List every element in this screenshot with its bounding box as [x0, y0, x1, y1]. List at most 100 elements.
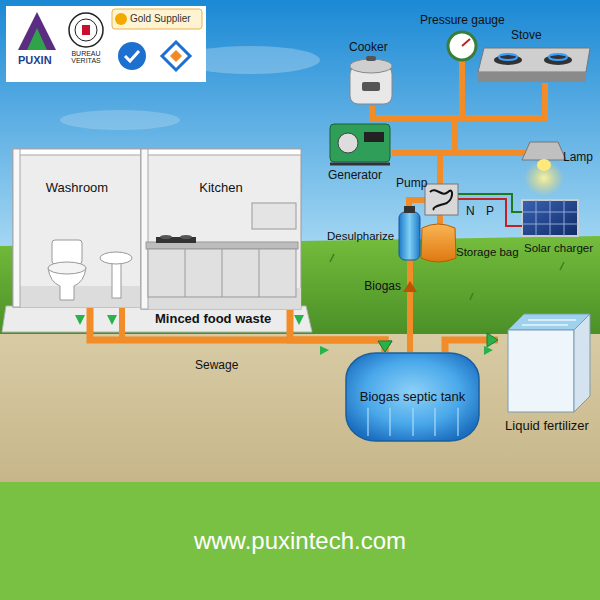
part-label: N [466, 204, 475, 218]
sewage-pipe [445, 333, 498, 352]
logo-panel-part [27, 28, 47, 50]
node-label: Kitchen [199, 180, 242, 196]
flow-arrows [75, 315, 493, 355]
part-label: Solar charger [524, 242, 593, 256]
gas-stove-part [549, 54, 567, 60]
logo-panel-part [75, 19, 97, 41]
generator-part [330, 124, 390, 162]
gas-pipes-part [372, 83, 545, 118]
logo-panel-part [118, 42, 146, 70]
washroom-shape [12, 148, 142, 308]
node-label: Washroom [46, 180, 108, 196]
gas-pipes-part [119, 308, 125, 340]
generator-part [364, 132, 384, 142]
solar-panel-part [522, 200, 578, 236]
kitchen-shape-part [141, 149, 301, 155]
arrow-head [378, 341, 392, 352]
kitchen-shape-part [185, 249, 259, 297]
rice-cooker-part [366, 56, 376, 61]
gas-pipes-part [407, 260, 413, 352]
kitchen-shape-part [148, 249, 296, 297]
storage-bag-part [421, 224, 456, 262]
solar-panel-part [522, 200, 578, 236]
sky-part [60, 110, 180, 130]
gas-pipes-part [452, 118, 458, 153]
gas-pipes-part [409, 200, 425, 206]
rice-cooker-part [362, 82, 380, 91]
gas-pipes-part [437, 153, 443, 184]
flow-arrows-part [294, 315, 304, 325]
washroom-shape-part [13, 149, 141, 307]
rice-cooker-part [350, 59, 392, 73]
part-label: Gold Supplier [130, 13, 191, 25]
logo-panel-part [82, 25, 90, 35]
gas-pipes-part [437, 215, 443, 224]
lamp-part [522, 142, 566, 160]
storage-bag [421, 224, 456, 262]
part-label: Pump [396, 176, 427, 190]
kitchen-shape [140, 148, 302, 310]
generator-part [330, 163, 390, 166]
kitchen-shape-part [141, 149, 301, 309]
panel-wires [458, 194, 522, 226]
washroom-shape-part [100, 252, 132, 264]
washroom-shape-part [13, 286, 141, 307]
room-node: Washroom [12, 148, 142, 308]
arrow-head [378, 341, 392, 352]
gas-stove-part [494, 55, 522, 65]
tank-shape-part [412, 408, 414, 436]
gas-pipes-part [459, 60, 465, 118]
fert-shape-part [508, 330, 574, 412]
floor-slab [2, 306, 312, 332]
washroom-shape-part [48, 262, 86, 274]
kitchen-shape-part [141, 149, 148, 309]
pipe-line [90, 308, 385, 352]
part-label: P [486, 204, 494, 218]
fertilizer-node: Liquid fertilizer [498, 300, 596, 436]
logo-panel-part [125, 51, 139, 61]
rice-cooker [350, 56, 392, 104]
pump-part [425, 184, 458, 215]
flow-arrow [403, 281, 417, 292]
website-url: www.puxintech.com [0, 527, 600, 556]
kitchen-shape-part [160, 235, 172, 239]
part-label: Cooker [349, 40, 388, 54]
node-label: Biogas septic tank [360, 389, 466, 405]
kitchen-shape-part [252, 203, 296, 229]
part-label: Biogas [364, 279, 401, 293]
flow-arrows-part [107, 315, 117, 325]
washroom-shape-part [52, 240, 82, 264]
logo-panel-part [162, 42, 190, 70]
gas-stove-part [544, 55, 572, 65]
desulphurizer-part [399, 212, 420, 260]
gas-stove-part [478, 72, 586, 82]
part-label: Storage bag [456, 246, 519, 260]
fert-shape-part [522, 320, 576, 325]
generator [330, 124, 390, 164]
part-label: Minced food waste [155, 311, 271, 327]
sewage-pipe [290, 310, 392, 352]
room-node: Kitchen [140, 148, 302, 310]
pressure-gauge-part [462, 39, 470, 46]
part-label: Sewage [195, 358, 238, 372]
part-label: Lamp [563, 150, 593, 164]
flow-arrows-part [484, 346, 493, 355]
kitchen-shape-part [146, 242, 298, 249]
logo-panel [6, 6, 206, 82]
arrow-head [487, 333, 498, 347]
logo-panel-part [6, 6, 206, 82]
gas-pipes [122, 60, 545, 352]
gas-pipes-part [392, 150, 527, 156]
flow-arrows-part [320, 346, 329, 355]
part-label: Desulpharize [327, 230, 394, 244]
pressure-gauge-part [448, 32, 476, 60]
panel-wires-part [458, 199, 522, 226]
lamp-part [537, 159, 551, 171]
logo-panel-part [112, 9, 202, 29]
pump-part [430, 190, 452, 210]
solar-panel [522, 200, 578, 236]
desulphurizer [399, 206, 420, 260]
part-label: PUXIN [18, 54, 52, 67]
